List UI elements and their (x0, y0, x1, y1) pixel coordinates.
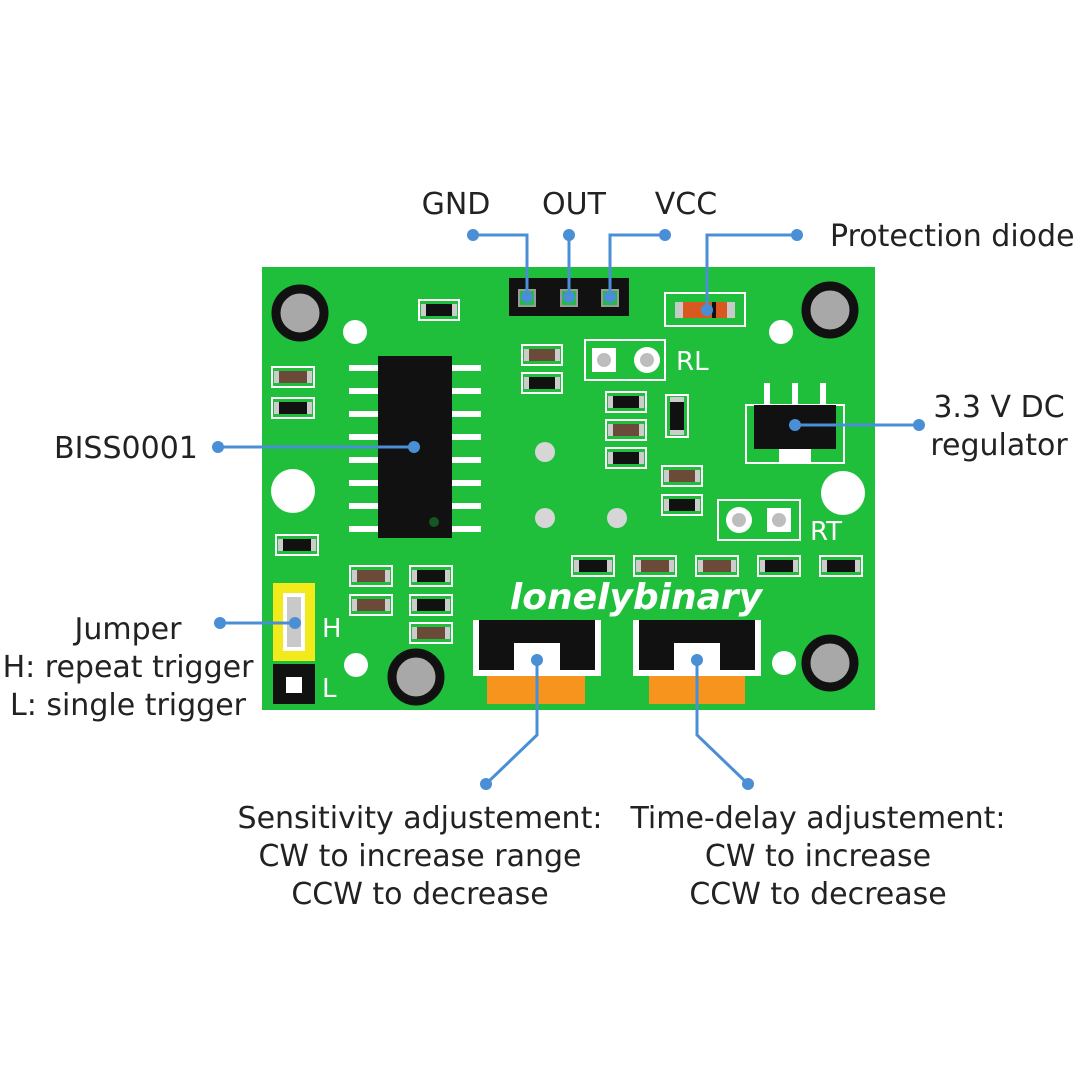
label-vcc: VCC (654, 187, 718, 222)
smd-r15 (757, 555, 801, 577)
smd-r7 (605, 419, 647, 441)
label-out: OUT (542, 187, 606, 222)
smd-r13 (633, 555, 677, 577)
mounting-hole-top-left (271, 284, 329, 342)
smd-components (271, 299, 863, 644)
sensitivity-line-1: Sensitivity adjustement: (237, 801, 603, 836)
label-protection-diode: Protection diode (830, 219, 1075, 254)
smd-r20 (409, 594, 453, 616)
mounting-hole-bottom-middle (387, 648, 445, 706)
label-time-delay: Time-delay adjustement: CW to increase C… (628, 800, 1008, 914)
leader-lines (218, 233, 919, 786)
smd-r14 (695, 555, 739, 577)
silk-h: H (322, 614, 342, 644)
jumper-line-2: H: repeat trigger (2, 650, 254, 685)
rt-footprint (717, 499, 801, 541)
regulator-line-2: regulator (930, 428, 1068, 463)
time-delay-line-3: CCW to decrease (689, 877, 947, 912)
regulator-line-1: 3.3 V DC (933, 390, 1065, 425)
silk-rl: RL (676, 347, 709, 377)
leader-dots (212, 229, 925, 790)
mounting-hole-bottom-right (801, 634, 859, 692)
smd-r6 (605, 391, 647, 413)
sensitivity-line-3: CCW to decrease (291, 877, 549, 912)
plated-holes (271, 320, 865, 677)
smd-r8 (605, 447, 647, 469)
smd-r18 (349, 594, 393, 616)
silkscreen: RL RT H L lonelybinary (322, 347, 842, 704)
smd-r2 (271, 366, 315, 388)
jumper-line-3: L: single trigger (9, 688, 246, 723)
smd-r11 (275, 534, 319, 556)
smd-r3 (271, 397, 315, 419)
ic-pins (349, 365, 481, 532)
label-gnd: GND (421, 187, 491, 222)
label-regulator: 3.3 V DC regulator (928, 389, 1070, 465)
jumper-line-1: Jumper (74, 612, 182, 647)
smd-c-vertical (665, 394, 689, 438)
rl-footprint (584, 339, 666, 381)
smd-r4 (521, 344, 563, 366)
smd-r21 (409, 622, 453, 644)
time-delay-line-2: CW to increase (704, 839, 932, 874)
jumper (273, 583, 315, 704)
label-jumper: Jumper H: repeat trigger L: single trigg… (2, 611, 254, 725)
voltage-regulator (745, 383, 845, 464)
smd-r19 (409, 565, 453, 587)
smd-r10 (661, 494, 703, 516)
smd-r16 (819, 555, 863, 577)
brand-logo: lonelybinary (510, 577, 764, 618)
label-biss0001: BISS0001 (54, 431, 198, 466)
silk-l: L (322, 674, 337, 704)
label-sensitivity: Sensitivity adjustement: CW to increase … (230, 800, 610, 914)
mounting-holes (271, 281, 859, 706)
smd-r1 (418, 299, 460, 321)
smd-r5 (521, 372, 563, 394)
smd-r17 (349, 565, 393, 587)
time-delay-line-1: Time-delay adjustement: (630, 801, 1006, 836)
smd-r9 (661, 465, 703, 487)
smd-r12 (571, 555, 615, 577)
mounting-hole-top-right (801, 281, 859, 339)
silk-rt: RT (810, 517, 842, 547)
sensitivity-line-2: CW to increase range (258, 839, 582, 874)
